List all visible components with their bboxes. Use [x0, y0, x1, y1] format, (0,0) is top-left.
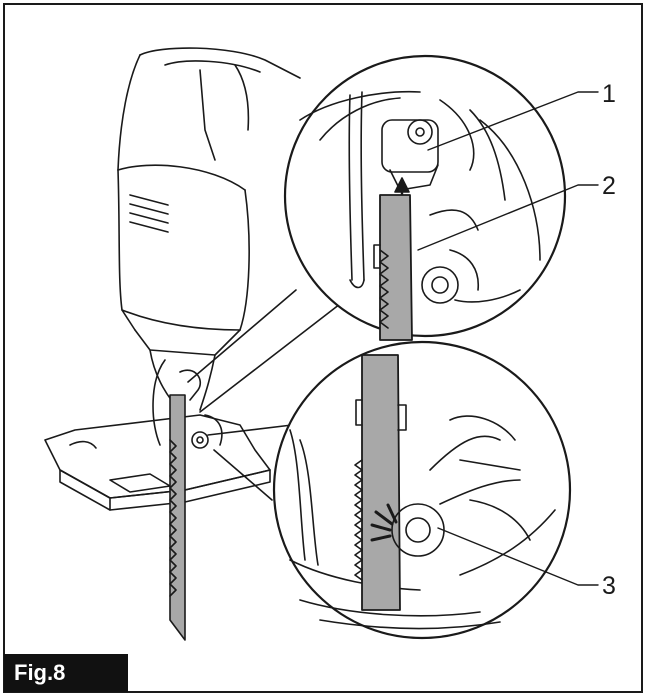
- figure-frame: [3, 3, 643, 693]
- callout-3: 3: [602, 572, 616, 600]
- main-blade: [169, 369, 223, 641]
- zoom-leader-lines-bottom: [207, 424, 293, 501]
- jigsaw-body: [117, 47, 301, 446]
- callout-2: 2: [602, 172, 616, 200]
- bottom-detail-circle: [272, 340, 572, 640]
- figure-label: Fig.8: [4, 654, 128, 692]
- callout-1: 1: [602, 80, 616, 108]
- top-detail-circle: [283, 54, 567, 341]
- zoom-leader-lines-top: [187, 289, 341, 413]
- base-plate: [44, 414, 271, 511]
- callout-leader-lines: [417, 91, 599, 586]
